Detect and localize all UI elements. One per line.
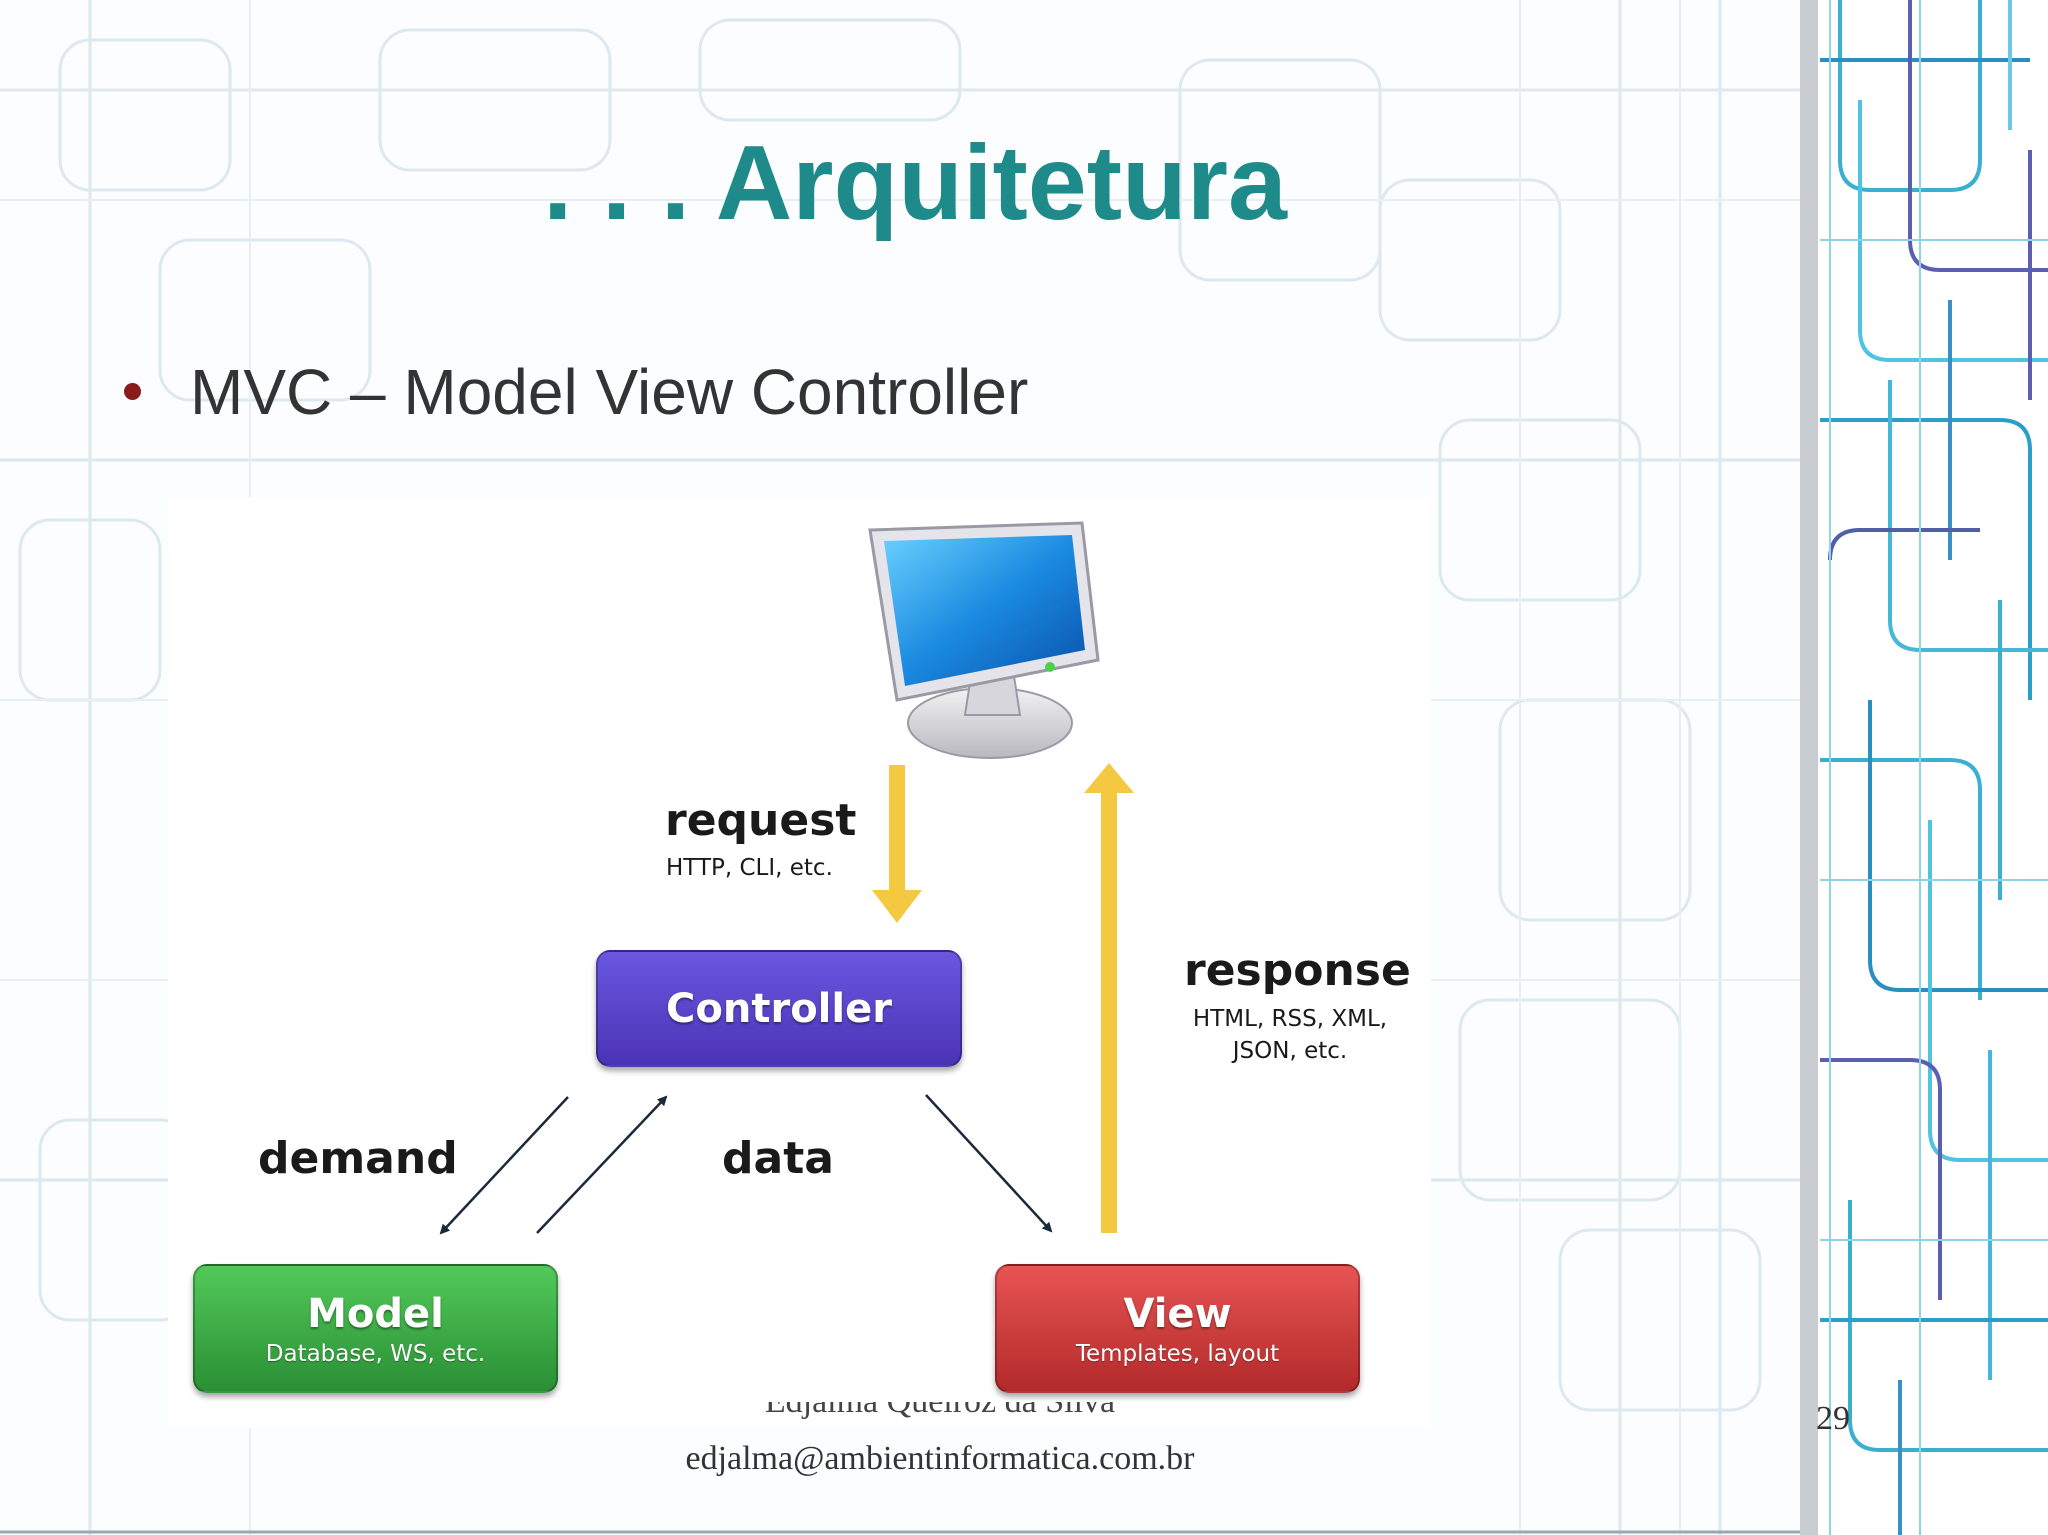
- page-number: 29: [1816, 1400, 1850, 1437]
- model-subtitle: Database, WS, etc.: [265, 1340, 486, 1367]
- view-title: View: [1123, 1290, 1232, 1337]
- bullet-marker: [124, 383, 141, 400]
- bullet-text: MVC – Model View Controller: [190, 356, 1029, 428]
- response-sublabel-line-1: HTML, RSS, XML,: [1192, 1006, 1388, 1032]
- response-label: response: [1184, 945, 1411, 996]
- response-sublabel: HTML, RSS, XML, JSON, etc.: [1180, 1003, 1400, 1067]
- footer-email: edjalma@ambientinformatica.com.br: [685, 1440, 1195, 1477]
- slide-title: . . . Arquitetura: [542, 124, 1288, 242]
- model-box: Model Database, WS, etc.: [193, 1264, 558, 1393]
- response-sublabel-line-2: JSON, etc.: [1232, 1038, 1348, 1064]
- request-sublabel: HTTP, CLI, etc.: [666, 855, 833, 881]
- view-subtitle: Templates, layout: [1075, 1340, 1280, 1367]
- response-arrow: [1084, 763, 1134, 1233]
- data-arrow: [536, 1095, 668, 1234]
- data-label: data: [722, 1133, 834, 1184]
- decorative-strip: [1800, 0, 2048, 1535]
- footer-author-text: Edjalma Queiroz da Silva: [765, 1402, 1115, 1420]
- controller-to-view-arrow: [925, 1094, 1053, 1233]
- view-box: View Templates, layout: [995, 1264, 1360, 1393]
- controller-box: Controller: [596, 950, 962, 1067]
- demand-arrow: [439, 1096, 569, 1235]
- request-label: request: [665, 795, 857, 846]
- footer-author: Edjalma Queiroz da Silva: [500, 1402, 1380, 1438]
- controller-title: Controller: [666, 985, 892, 1032]
- demand-label: demand: [258, 1133, 458, 1184]
- monitor-icon: [868, 521, 1100, 759]
- request-arrow: [872, 765, 922, 923]
- model-title: Model: [307, 1290, 444, 1337]
